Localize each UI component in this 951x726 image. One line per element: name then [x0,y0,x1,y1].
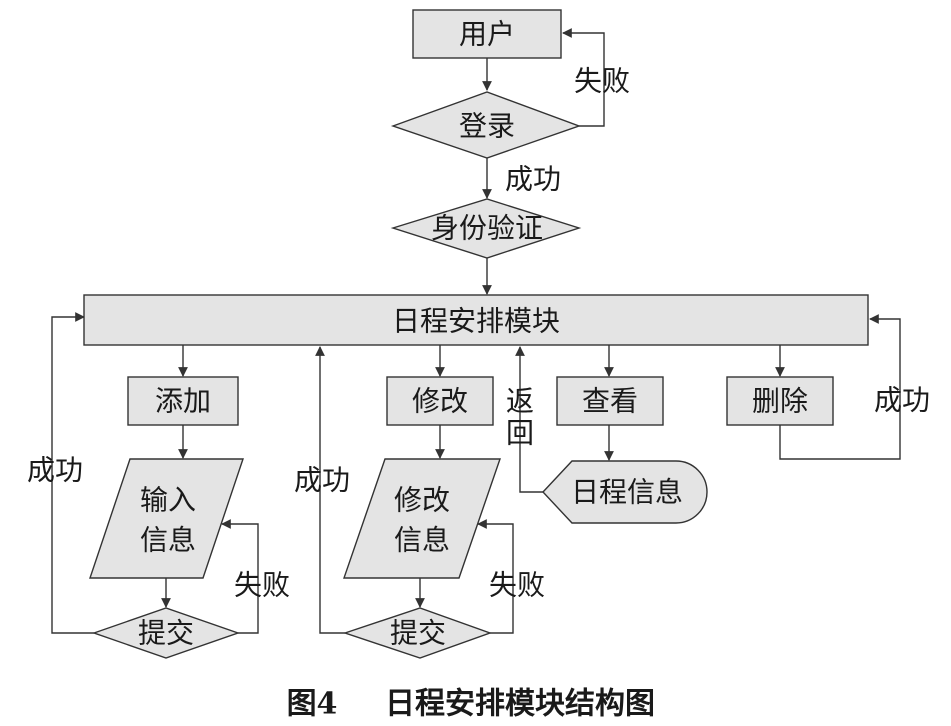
add-success-label: 成功 [27,454,83,487]
edge-modify-submit-success [315,346,345,634]
user-label: 用户 [459,18,515,51]
add-fail-label: 失败 [234,569,290,602]
edge-login-fail-loop [562,28,605,127]
identity-check-label: 身份验证 [431,212,543,245]
login-node: 登录 [390,91,582,159]
edge-delete-success [779,314,901,460]
schedule-info-label: 日程信息 [571,476,683,509]
connectors [51,28,901,634]
edge-add-submit-success [51,312,94,634]
modify-success-label: 成功 [294,464,350,497]
view-label: 查看 [582,385,638,418]
edge-modify-submit-fail-loop [477,519,514,634]
modify-label: 修改 [412,385,468,418]
add-node: 添加 [127,376,239,426]
input-info-node: 输入 信息 [89,458,244,579]
view-node: 查看 [556,376,664,426]
modify-info-label-line2: 信息 [394,524,450,557]
figure-number: 图4 [287,687,338,722]
figure-caption: 图4 日程安排模块结构图 [287,687,655,722]
figure-title: 日程安排模块结构图 [385,687,655,722]
schedule-module-label: 日程安排模块 [392,305,560,338]
modify-info-label-line1: 修改 [394,484,450,517]
return-label-line2: 回 [506,417,534,450]
submit-modify-node: 提交 [342,607,493,659]
input-info-label-line1: 输入 [140,484,196,517]
edge-add-submit-fail-loop [221,519,259,634]
modify-node: 修改 [386,376,494,426]
return-label-line1: 返 [506,385,534,418]
modify-fail-label: 失败 [489,569,545,602]
modify-info-node: 修改 信息 [343,458,501,579]
add-label: 添加 [155,385,211,418]
delete-success-label: 成功 [874,384,930,417]
submit-add-node: 提交 [91,607,241,659]
input-info-label-line2: 信息 [140,524,196,557]
schedule-module-node: 日程安排模块 [83,294,869,346]
edge-info-return [515,346,543,493]
login-fail-label: 失败 [574,65,630,98]
identity-check-node: 身份验证 [390,198,582,259]
delete-label: 删除 [752,385,808,418]
login-success-label: 成功 [505,163,561,196]
user-node: 用户 [412,9,562,59]
login-label: 登录 [459,110,515,143]
edge-labels: 失败 成功 成功 失败 成功 失败 返 回 成功 [27,65,930,602]
delete-node: 删除 [726,376,834,426]
submit-modify-label: 提交 [390,617,446,650]
schedule-info-node: 日程信息 [542,460,708,524]
submit-add-label: 提交 [138,617,194,650]
